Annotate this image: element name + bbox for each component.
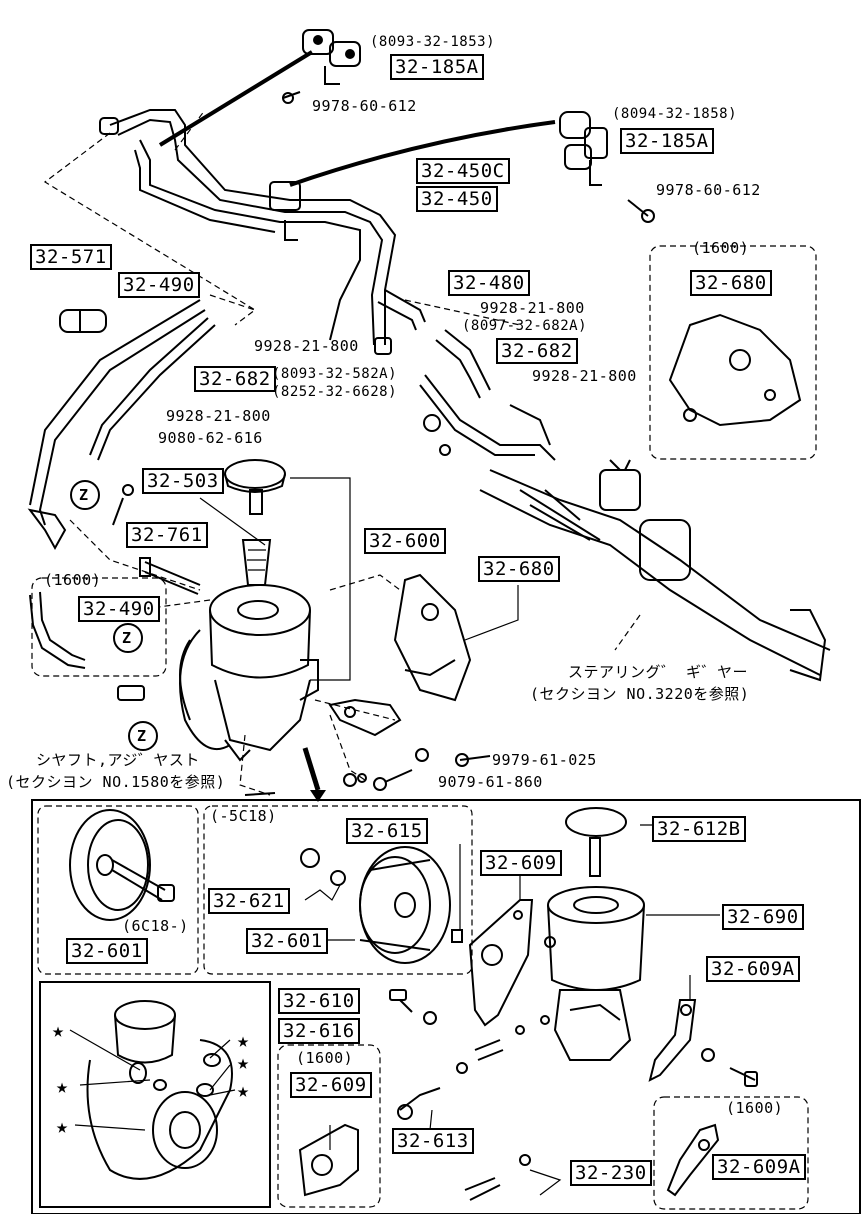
ref-8252-6628: (8252-32-6628) xyxy=(272,384,398,400)
callout-z-3: Z xyxy=(137,727,147,745)
ref-8097-682A: (8097-32-682A) xyxy=(462,318,588,334)
star-marker: ★ xyxy=(237,1050,250,1074)
steering-gear-ref: (セクシヨン NO.3220を参照) xyxy=(530,685,750,703)
part-32-185A-right: 32-185A xyxy=(620,128,714,154)
part-32-612B: 32-612B xyxy=(652,816,746,842)
part-32-761: 32-761 xyxy=(126,522,208,548)
bracket-1600 xyxy=(668,313,802,427)
variant-5C18: (-5C18) xyxy=(210,807,277,825)
star-marker: ★ xyxy=(237,1028,250,1052)
clamp-9928-b: 9928-21-800 xyxy=(254,337,359,355)
ref-8093-582A: (8093-32-582A) xyxy=(272,366,398,382)
steering-gear-label: ステアリング゛ ギ゛ヤー xyxy=(568,663,749,681)
star-marker: ★ xyxy=(56,1074,69,1098)
part-32-616: 32-616 xyxy=(278,1018,360,1044)
variant-1600-left: (1600) xyxy=(44,571,102,589)
callout-z-2: Z xyxy=(122,629,132,647)
part-32-450C: 32-450C xyxy=(416,158,510,184)
part-32-682-right: 32-682 xyxy=(496,338,578,364)
pipe-clamp-right xyxy=(559,111,608,186)
pressure-pipes xyxy=(99,109,397,355)
part-32-601-mid: 32-601 xyxy=(246,928,328,954)
part-32-571: 32-571 xyxy=(30,244,112,270)
ref-8093-1853: (8093-32-1853) xyxy=(370,34,496,50)
part-32-613: 32-613 xyxy=(392,1128,474,1154)
steering-gear xyxy=(479,459,831,682)
part-32-601-left: 32-601 xyxy=(66,938,148,964)
star-marker: ★ xyxy=(237,1078,250,1102)
part-32-609A-lower: 32-609A xyxy=(712,1154,806,1180)
part-32-600: 32-600 xyxy=(364,528,446,554)
variant-6C18: (6C18-) xyxy=(122,917,189,935)
pump-section-view xyxy=(86,1000,233,1180)
part-32-615: 32-615 xyxy=(346,818,428,844)
callout-z-1: Z xyxy=(79,486,89,504)
part-32-609-top: 32-609 xyxy=(480,850,562,876)
shaft-adjust-label: シヤフト,アジ゛ヤスト xyxy=(36,751,200,769)
part-32-490-top: 32-490 xyxy=(118,272,200,298)
variant-1600-bottom: (1600) xyxy=(296,1049,354,1067)
bolt-9080: 9080-62-616 xyxy=(158,429,263,447)
bolt-9079: 9079-61-860 xyxy=(438,773,543,791)
part-32-480: 32-480 xyxy=(448,270,530,296)
clamp-9928-d: 9928-21-800 xyxy=(166,407,271,425)
part-32-450: 32-450 xyxy=(416,186,498,212)
ref-8094-1858: (8094-32-1858) xyxy=(612,106,738,122)
bolt-9978-right: 9978-60-612 xyxy=(656,181,761,199)
part-32-610: 32-610 xyxy=(278,988,360,1014)
shaft-adjust-ref: (セクシヨン NO.1580を参照) xyxy=(6,773,226,791)
clamp-9928-c: 9928-21-800 xyxy=(532,367,637,385)
part-32-682-left: 32-682 xyxy=(194,366,276,392)
part-32-690: 32-690 xyxy=(722,904,804,930)
star-marker: ★ xyxy=(56,1114,69,1138)
part-32-230: 32-230 xyxy=(570,1160,652,1186)
pump-assembly xyxy=(179,584,319,762)
part-32-609-lower: 32-609 xyxy=(290,1072,372,1098)
part-32-490-lower: 32-490 xyxy=(78,596,160,622)
variant-1600-br: (1600) xyxy=(726,1099,784,1117)
bolt-9979: 9979-61-025 xyxy=(492,751,597,769)
clamp-9928-a: 9928-21-800 xyxy=(480,299,585,317)
variant-1600-box: (1600) xyxy=(692,239,750,257)
part-32-621: 32-621 xyxy=(208,888,290,914)
part-32-609A-right: 32-609A xyxy=(706,956,800,982)
pulley-mid xyxy=(359,846,451,964)
part-32-503: 32-503 xyxy=(142,468,224,494)
pipe-clamp-top xyxy=(302,29,361,85)
part-32-185A-top: 32-185A xyxy=(390,54,484,80)
pulley-left xyxy=(69,809,175,921)
bolt-9978-top: 9978-60-612 xyxy=(312,97,417,115)
pump-bracket xyxy=(328,573,472,737)
part-32-680-mid: 32-680 xyxy=(478,556,560,582)
star-marker: ★ xyxy=(52,1018,65,1042)
part-32-680-box: 32-680 xyxy=(690,270,772,296)
